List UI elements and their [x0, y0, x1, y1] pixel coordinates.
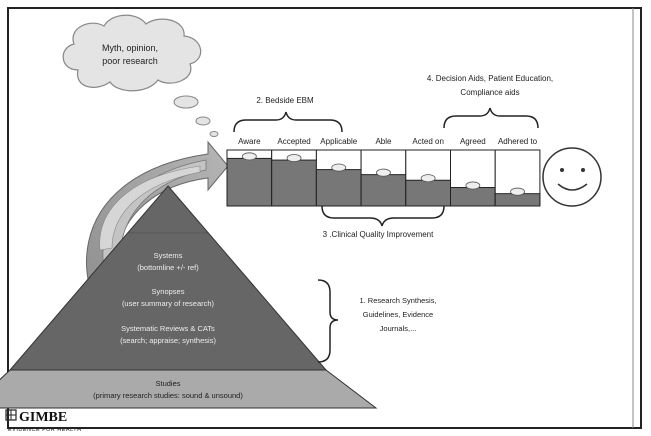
stage-label: Able [375, 137, 392, 146]
bedside-label: 2. Bedside EBM [256, 96, 314, 105]
gimbe-logo: GIMBE EVIDENCE FOR HEALTH [5, 409, 82, 433]
flow-bubble-icon [331, 163, 347, 172]
flow-bubble-icon [465, 181, 481, 190]
thought-cloud-icon [62, 14, 219, 137]
stage-box [315, 149, 362, 207]
pyramid-base [0, 369, 378, 409]
systems-title: Systems [154, 251, 183, 260]
stage-box [450, 149, 496, 207]
research-brace [317, 279, 339, 363]
research-line-1: 1. Research Synthesis, [359, 296, 436, 305]
reviews-title: Systematic Reviews & CATs [121, 324, 215, 333]
stage-label: Adhered to [498, 137, 538, 146]
cloud-line-1: Myth, opinion, [102, 43, 158, 53]
stage-label: Accepted [277, 137, 310, 146]
studies-title: Studies [155, 379, 180, 388]
flow-bubble-icon [420, 174, 436, 183]
stage-label: Aware [238, 137, 261, 146]
stage-box [494, 149, 541, 207]
stage-box [405, 149, 451, 207]
research-line-3: Journals,... [380, 324, 417, 333]
bedside-brace [233, 111, 343, 133]
stage-box [271, 149, 317, 207]
stage-fill [271, 159, 317, 207]
systems-sub: (bottomline +/- ref) [137, 263, 199, 272]
reviews-sub: (search; appraise; synthesis) [120, 336, 216, 345]
stage-fill [405, 179, 451, 207]
flow-bubble-icon [376, 168, 391, 177]
studies-sub: (primary research studies: sound & unsou… [93, 391, 243, 400]
stage-fill [450, 187, 496, 207]
clinical-label: 3 .Clinical Quality Improvement [323, 230, 434, 239]
flow-bubble-icon [286, 154, 302, 163]
decision-line-1: 4. Decision Aids, Patient Education, [427, 74, 553, 83]
synopses-title: Synopses [152, 287, 185, 296]
cloud-line-2: poor research [102, 56, 158, 66]
smiley-face-icon [542, 147, 602, 207]
stage-label: Agreed [460, 137, 486, 146]
decision-brace [443, 107, 539, 129]
synopses-sub: (user summary of research) [122, 299, 215, 308]
stage-label: Acted on [412, 137, 444, 146]
decision-line-2: Compliance aids [460, 88, 519, 97]
slide-frame [7, 7, 642, 429]
research-line-2: Guidelines, Evidence [363, 310, 433, 319]
stage-fill [315, 169, 362, 207]
stage-label: Applicable [320, 137, 357, 146]
stage-box [360, 149, 407, 207]
flow-bubble-icon [241, 152, 257, 161]
logo-name: GIMBE [19, 410, 67, 425]
logo-tagline: EVIDENCE FOR HEALTH [8, 427, 82, 433]
stage-fill [226, 157, 273, 207]
flow-bubble-icon [510, 187, 525, 196]
stage-box [226, 149, 273, 207]
clinical-brace [321, 205, 445, 227]
stage-fill [360, 174, 407, 207]
